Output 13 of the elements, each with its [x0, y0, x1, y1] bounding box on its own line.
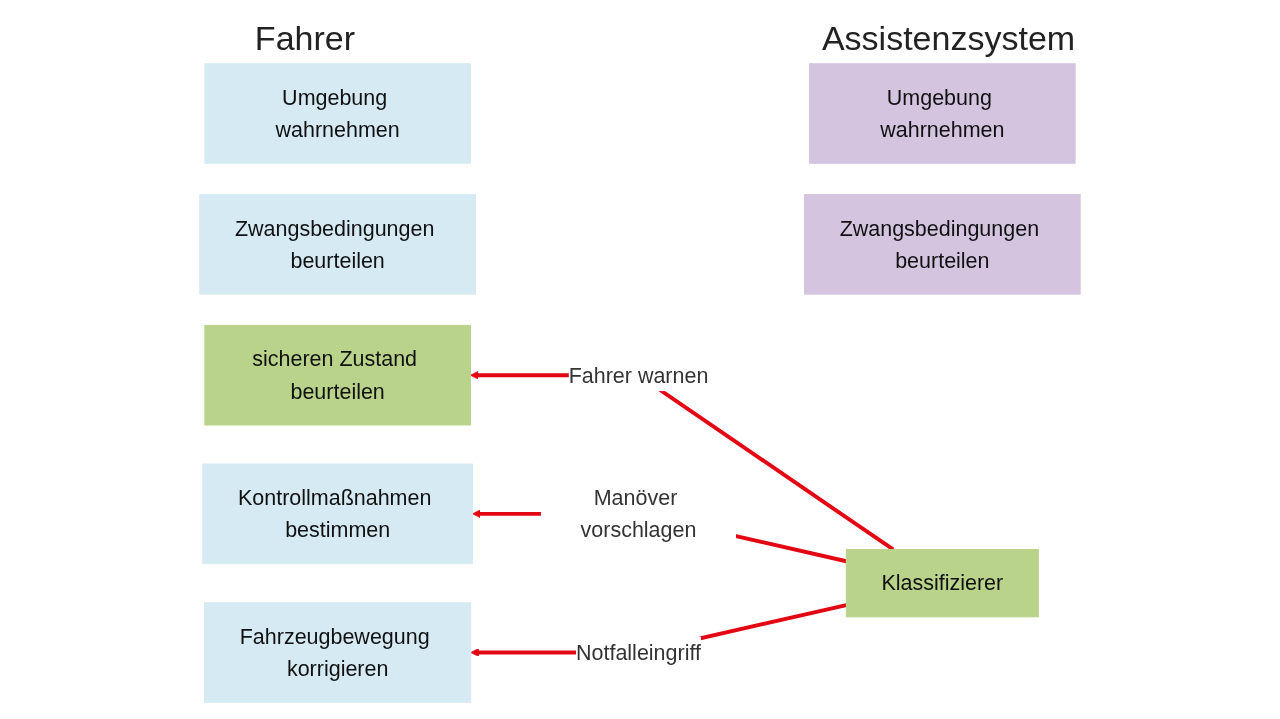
node-box: Umgebung wahrnehmen: [809, 63, 1076, 164]
node-box: sicheren Zustand beurteilen: [204, 324, 471, 426]
node-box: Kontrollmaßnahmen bestimmen: [202, 463, 473, 565]
column-heading: Fahrer: [254, 17, 355, 58]
node-box: Zwangsbedingungen beurteilen: [199, 194, 476, 295]
edge-label: Manöver vorschlagen: [580, 485, 697, 543]
column-heading: Assistenzsystem: [821, 17, 1076, 58]
node-box: Fahrzeugbewegung korrigieren: [204, 602, 472, 703]
edge-label: Fahrer warnen: [568, 362, 709, 388]
node-box: Klassifizierer: [845, 549, 1039, 618]
node-box: Umgebung wahrnehmen: [204, 63, 471, 164]
node-box: Zwangsbedingungen beurteilen: [804, 194, 1081, 295]
edge-label: Notfalleingriff: [576, 640, 701, 665]
